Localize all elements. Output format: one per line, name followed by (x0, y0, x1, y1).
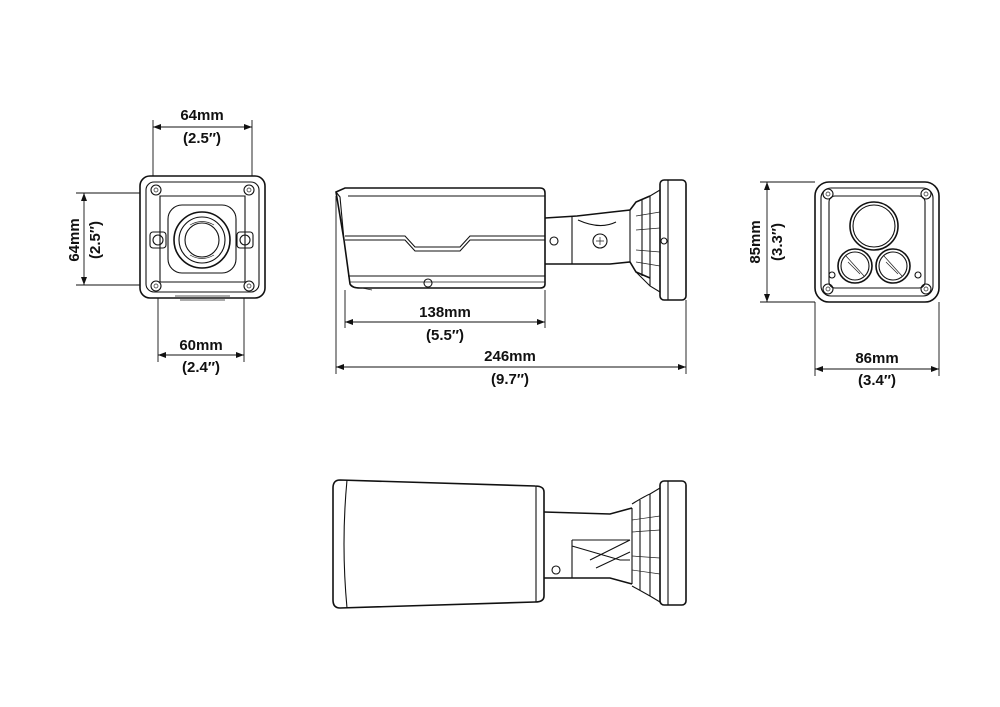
front-width-mm: 86mm (855, 350, 898, 367)
body-length-mm: 138mm (419, 304, 471, 321)
mount-hole-mm: 60mm (179, 337, 222, 354)
mount-hole-inch: (2.4″) (182, 359, 220, 376)
dim-mount-height: 64mm (2.5″) (66, 192, 140, 286)
front-height-mm: 85mm (747, 220, 764, 263)
camera-top-view (332, 479, 687, 609)
mount-height-inch: (2.5″) (87, 221, 104, 259)
mount-width-inch: (2.5″) (183, 130, 221, 147)
mount-width-mm: 64mm (180, 107, 223, 124)
dim-front-width: 86mm (3.4″) (814, 302, 940, 389)
total-length-mm: 246mm (484, 348, 536, 365)
body-length-inch: (5.5″) (426, 327, 464, 344)
dim-front-height: 85mm (3.3″) (747, 181, 815, 303)
total-length-inch: (9.7″) (491, 371, 529, 388)
camera-front-view (814, 181, 940, 303)
dim-mount-hole-spacing: 60mm (2.4″) (157, 298, 245, 376)
dim-body-length: 138mm (5.5″) (344, 290, 546, 344)
front-width-inch: (3.4″) (858, 372, 896, 389)
camera-side-view (335, 179, 687, 301)
mount-height-mm: 64mm (66, 218, 83, 261)
dim-total-length: 246mm (9.7″) (335, 196, 687, 388)
front-height-inch: (3.3″) (769, 223, 786, 261)
mount-base-view (139, 175, 266, 301)
dim-mount-width: 64mm (2.5″) (152, 107, 253, 176)
